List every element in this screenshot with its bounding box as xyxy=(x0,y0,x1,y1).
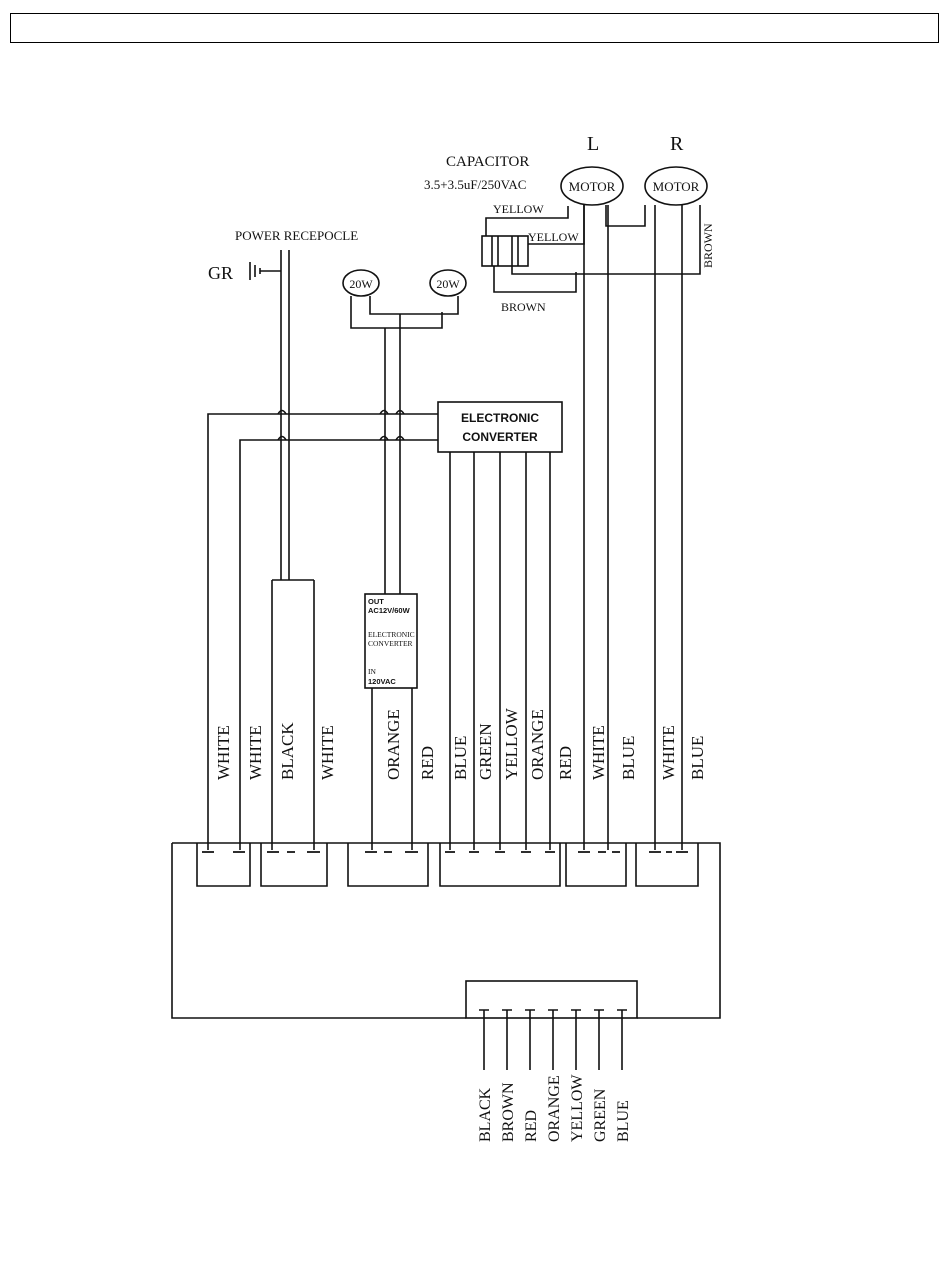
bottom-label-orange: ORANGE xyxy=(546,1075,563,1142)
small-converter-in-1: IN xyxy=(368,667,376,676)
capacitor-wire-brown: BROWN xyxy=(501,300,546,314)
connector-2 xyxy=(261,843,327,886)
small-converter-out-2: AC12V/60W xyxy=(368,606,411,615)
bottom-label-green: GREEN xyxy=(592,1088,609,1142)
wire-label-white-5: WHITE xyxy=(659,725,678,780)
ground-icon xyxy=(250,262,281,280)
wire-label-white-1: WHITE xyxy=(214,725,233,780)
wire-label-red-2: RED xyxy=(556,746,575,780)
motor-right-side-label: R xyxy=(670,133,684,155)
converter-output-lines xyxy=(450,452,550,850)
small-converter-name-2: CONVERTER xyxy=(368,639,413,648)
power-cord-block xyxy=(272,580,314,850)
connector-5 xyxy=(566,843,626,886)
bottom-label-brown: BROWN xyxy=(500,1082,517,1142)
power-cord-lines xyxy=(281,250,289,580)
lamp-left-label: 20W xyxy=(349,277,373,291)
lamp-wiring xyxy=(351,296,458,328)
motor-wire-brown: BROWN xyxy=(701,223,715,268)
small-converter-in-2: 120VAC xyxy=(368,677,396,686)
wire-label-blue-3: BLUE xyxy=(688,736,707,780)
wire-labels: WHITE WHITE BLACK WHITE ORANGE RED BLUE … xyxy=(214,707,707,780)
wire-label-blue-2: BLUE xyxy=(619,736,638,780)
wire-label-green: GREEN xyxy=(476,723,495,780)
wire-label-white-4: WHITE xyxy=(589,725,608,780)
capacitor-symbol xyxy=(482,236,528,266)
wire-label-blue-1: BLUE xyxy=(451,736,470,780)
capacitor-wire-yellow-2: YELLOW xyxy=(528,230,579,244)
wire-label-white-2: WHITE xyxy=(246,725,265,780)
connector-1 xyxy=(197,843,250,886)
capacitor-wire-yellow-1: YELLOW xyxy=(493,202,544,216)
bottom-label-blue: BLUE xyxy=(615,1100,632,1142)
power-receptacle-label: POWER RECEPOCLE xyxy=(235,228,358,243)
connector-3 xyxy=(348,843,428,886)
bottom-wire-labels: BLACK BROWN RED ORANGE YELLOW GREEN BLUE xyxy=(477,1074,632,1142)
bottom-connector-pins xyxy=(479,1010,627,1070)
motor-left-side-label: L xyxy=(587,133,599,155)
wire-label-white-3: WHITE xyxy=(318,725,337,780)
upper-converter-box xyxy=(438,402,562,452)
capacitor-rating: 3.5+3.5uF/250VAC xyxy=(424,177,526,192)
bottom-label-red: RED xyxy=(523,1110,540,1142)
wire-label-yellow: YELLOW xyxy=(502,707,521,780)
motor-right-label: MOTOR xyxy=(653,179,700,194)
wire-label-orange-1: ORANGE xyxy=(384,709,403,780)
lamp-feed-lines xyxy=(385,314,400,595)
lamp-right-label: 20W xyxy=(436,277,460,291)
bottom-label-yellow: YELLOW xyxy=(569,1074,586,1142)
small-converter-name-1: ELECTRONIC xyxy=(368,630,415,639)
ground-label: GR xyxy=(208,263,233,283)
motor-link-line xyxy=(606,205,645,226)
bottom-label-black: BLACK xyxy=(477,1087,494,1142)
wire-label-orange-2: ORANGE xyxy=(528,709,547,780)
wire-label-red-1: RED xyxy=(418,746,437,780)
upper-converter-label-1: ELECTRONIC xyxy=(461,411,539,425)
wire-label-black: BLACK xyxy=(278,722,297,780)
capacitor-plates xyxy=(492,236,518,266)
capacitor-wire-brown-line xyxy=(494,266,576,292)
small-converter-out-1: OUT xyxy=(368,597,384,606)
connector-6 xyxy=(636,843,698,886)
bottom-connector xyxy=(466,981,637,1018)
upper-converter-label-2: CONVERTER xyxy=(462,430,538,444)
motor-left-label: MOTOR xyxy=(569,179,616,194)
capacitor-label: CAPACITOR xyxy=(446,154,529,170)
